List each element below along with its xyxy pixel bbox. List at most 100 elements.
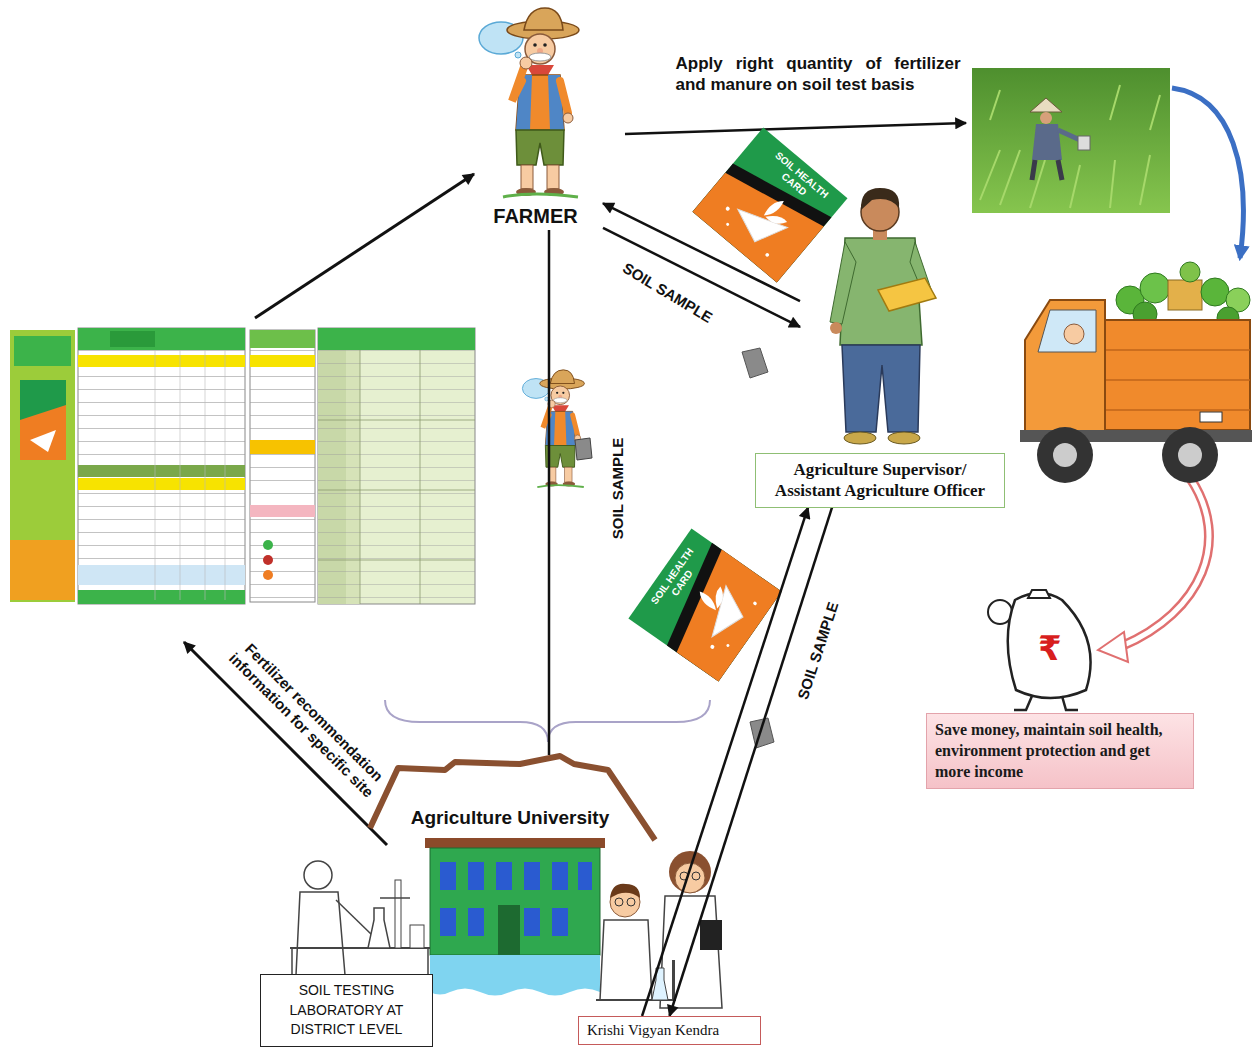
arrow-note: Fertilizer recommendation information fo…	[211, 623, 403, 815]
field-photo	[1040, 112, 1052, 124]
truck-picture	[1025, 300, 1105, 440]
lab-worker-sketch	[380, 897, 410, 899]
soil-health-card-table	[78, 350, 245, 604]
process-box: Krishi Vigyan Kendra	[578, 1016, 761, 1045]
truck-picture	[1178, 443, 1202, 467]
university-building	[370, 756, 655, 840]
lab-worker-sketch	[368, 908, 390, 948]
node-text: SOIL TESTING LABORATORY AT DISTRICT LEVE…	[269, 981, 424, 1040]
university-building	[440, 908, 456, 936]
benefit-box: Save money, maintain soil health, enviro…	[926, 713, 1194, 789]
truck-picture	[1180, 262, 1200, 282]
soil-health-card-table	[250, 355, 315, 367]
lab-worker-sketch	[304, 861, 332, 889]
truck-picture	[1020, 262, 1252, 483]
soil-health-card-table	[110, 331, 155, 347]
node-text: Agriculture Supervisor/ Assistant Agricu…	[762, 459, 998, 502]
soil-sample-bag	[742, 348, 774, 748]
university-building	[468, 908, 484, 936]
field-photo	[972, 68, 1170, 213]
soil-health-card-table	[20, 380, 66, 460]
step-note: Apply right quantity of fertilizer and m…	[676, 53, 961, 96]
officer-figure	[842, 345, 920, 432]
university-building	[496, 862, 512, 890]
farmer-figure	[479, 8, 579, 197]
money-bag-figure	[1008, 593, 1091, 698]
soil-health-card-table	[78, 565, 245, 585]
scientists-figure	[610, 884, 640, 898]
lab-worker-sketch	[290, 947, 430, 949]
node-text: Agriculture University	[411, 807, 610, 835]
farmer-figure	[479, 8, 579, 197]
scientists-figure	[692, 872, 700, 880]
university-building	[552, 908, 568, 936]
soil-health-card-table	[250, 350, 315, 600]
connector-arrow	[670, 508, 833, 1017]
university-building	[578, 862, 592, 890]
soil-health-card-table	[78, 465, 245, 477]
figure-space	[800, 185, 960, 453]
scientists-figure	[652, 968, 668, 1000]
lab-worker-sketch	[296, 892, 345, 975]
officer-figure	[830, 188, 936, 444]
soil-health-card-table	[10, 540, 75, 600]
money-bag-figure	[988, 590, 1091, 710]
lab-worker-sketch	[410, 925, 424, 948]
money-bag-figure	[1028, 590, 1050, 598]
flow-arrow	[1098, 632, 1128, 662]
label-holder: Apply right quantity of fertilizer and m…	[676, 53, 961, 96]
node-text: Save money, maintain soil health, enviro…	[935, 720, 1185, 782]
scientists-figure	[627, 898, 635, 906]
connector-arrow	[603, 203, 800, 301]
soil-health-card-table	[318, 350, 475, 604]
flow-arrow	[1172, 88, 1243, 258]
small-farmer-figure	[575, 438, 592, 460]
soil-health-card-table	[78, 328, 245, 604]
connector-arrow	[642, 508, 808, 1017]
lab-worker-sketch	[336, 900, 372, 935]
soil-health-card-table	[78, 590, 245, 604]
small-farmer-figure	[522, 370, 592, 487]
lab-worker-sketch	[290, 861, 430, 975]
soil-health-card-table	[155, 350, 225, 600]
figure-node: Agriculture Supervisor/ Assistant Agricu…	[800, 185, 960, 508]
university-building	[440, 862, 456, 890]
soil-health-card-table	[263, 570, 273, 580]
soil-health-card-table	[250, 440, 315, 454]
soil-health-card-table	[78, 355, 245, 367]
officer-figure	[861, 188, 899, 210]
truck-picture	[1201, 278, 1229, 306]
university-building	[524, 862, 540, 890]
edge-label: SOIL SAMPLE	[617, 257, 718, 327]
scientists-figure	[700, 920, 722, 950]
university-building	[430, 955, 600, 996]
lab-worker-sketch	[395, 880, 401, 948]
scientists-figure	[672, 960, 675, 1000]
soil-health-card-table	[318, 328, 475, 604]
truck-picture	[1100, 320, 1250, 430]
officer-figure	[878, 278, 936, 311]
truck-picture	[1064, 324, 1084, 344]
figure-node: FARMER	[468, 8, 603, 230]
edge-label: SOIL SAMPLE	[793, 596, 842, 703]
currency-symbol: ₹	[1038, 628, 1062, 668]
connector-arrow	[548, 230, 551, 755]
node-text: Krishi Vigyan Kendra	[587, 1022, 752, 1039]
process-box: SOIL TESTING LABORATORY AT DISTRICT LEVE…	[260, 974, 433, 1047]
truck-picture	[1140, 273, 1170, 303]
label-holder: ₹	[1038, 628, 1062, 668]
soil-health-card-table	[14, 336, 71, 366]
university-building	[430, 848, 600, 955]
edge-label-holder: SOIL SAMPLE	[609, 434, 626, 541]
flow-arrow	[255, 174, 474, 318]
truck-picture	[1162, 427, 1218, 483]
lab-worker-sketch	[292, 948, 428, 975]
field-photo	[1030, 98, 1062, 112]
flow-arrow	[1122, 478, 1209, 646]
soil-health-card-table	[250, 330, 315, 348]
label-holder: Fertilizer recommendation information fo…	[211, 623, 403, 815]
soil-health-card-table	[318, 350, 475, 604]
